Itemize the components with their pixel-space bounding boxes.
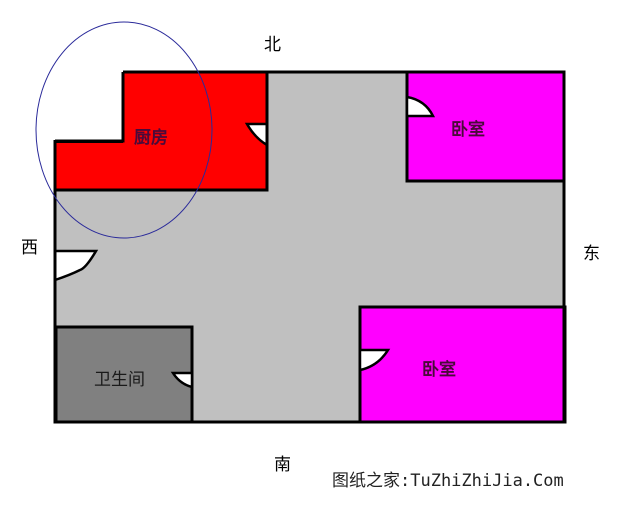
bathroom-room xyxy=(54,325,194,424)
west-label: 西 xyxy=(21,238,38,258)
outer-wall xyxy=(53,70,566,424)
watermark: 图纸之家:TuZhiZhiJia.Com xyxy=(332,471,564,491)
bedroom-top-room xyxy=(405,70,566,183)
south-label: 南 xyxy=(274,455,291,475)
bedroom-bottom-room xyxy=(358,305,567,424)
bathroom-door-icon xyxy=(170,371,194,389)
bedroom-bottom-label: 卧室 xyxy=(422,359,456,380)
cutout-bg xyxy=(53,40,123,140)
bedroom-top-door-icon xyxy=(405,95,436,118)
entry-door-icon xyxy=(53,249,99,282)
east-label: 东 xyxy=(583,244,600,264)
bedroom-top-label: 卧室 xyxy=(451,119,485,140)
bathroom-label: 卫生间 xyxy=(94,370,145,390)
kitchen-highlight-ellipse xyxy=(35,21,213,239)
north-label: 北 xyxy=(264,35,281,55)
kitchen-label: 厨房 xyxy=(134,127,168,148)
bedroom-bottom-door-icon xyxy=(358,348,391,372)
kitchen-step-outline xyxy=(55,72,125,143)
